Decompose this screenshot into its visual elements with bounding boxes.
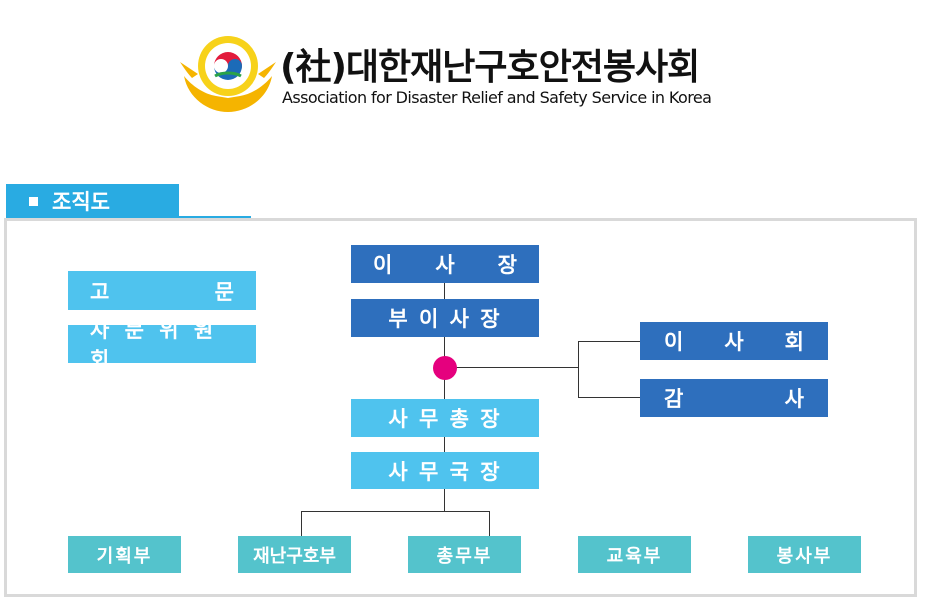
secretary-general-box: 사 무 총 장 — [351, 399, 539, 437]
department-label: 총무부 — [436, 545, 493, 567]
connector-line — [489, 511, 490, 536]
connector-line — [444, 489, 445, 511]
bullet-square-icon — [29, 196, 38, 206]
org-name-korean: (社)대한재난구호안전봉사회 — [280, 47, 700, 88]
department-label: 교육부 — [606, 545, 663, 567]
department-label: 봉사부 — [776, 545, 833, 567]
connector-line — [444, 283, 445, 301]
connector-line — [578, 341, 579, 398]
vice-chairman-label: 부 이 사 장 — [388, 307, 502, 331]
org-name-english: Association for Disaster Relief and Safe… — [282, 88, 712, 107]
department-box: 총무부 — [408, 536, 521, 573]
advisory-committee-box: 자 문 위 원 회 — [68, 318, 256, 372]
executive-director-box: 사 무 국 장 — [351, 452, 539, 489]
connector-line — [301, 511, 490, 512]
section-title: 조직도 — [52, 190, 110, 214]
secretary-general-label: 사 무 총 장 — [388, 407, 502, 431]
tab-underline — [6, 216, 251, 218]
connector-line — [578, 397, 640, 398]
executive-director-label: 사 무 국 장 — [388, 459, 502, 484]
connector-line — [301, 511, 302, 536]
section-tab: 조직도 — [6, 184, 179, 218]
connector-line — [444, 437, 445, 452]
department-label: 재난구호부 — [253, 545, 336, 567]
vice-chairman-box: 부 이 사 장 — [351, 299, 539, 337]
department-label: 기획부 — [96, 545, 153, 567]
advisory-committee-label: 자 문 위 원 회 — [90, 318, 218, 372]
department-box: 교육부 — [578, 536, 691, 573]
connector-line — [578, 341, 640, 342]
department-box: 봉사부 — [748, 536, 861, 573]
connector-line — [444, 367, 578, 368]
department-box: 재난구호부 — [238, 536, 351, 573]
logo-emblem — [180, 36, 276, 112]
junction-dot — [433, 356, 457, 380]
department-box: 기획부 — [68, 536, 181, 573]
